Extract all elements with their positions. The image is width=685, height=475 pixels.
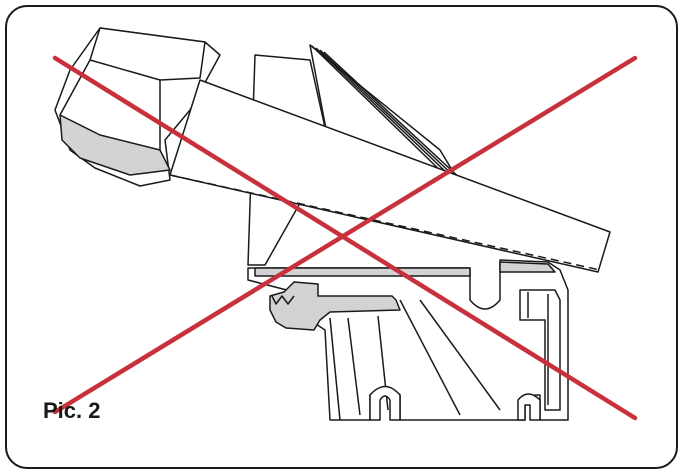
figure-caption: Pic. 2 xyxy=(43,398,101,423)
aluminium-profile xyxy=(247,259,569,421)
prohibited-cross-icon xyxy=(52,55,638,421)
lever-bar xyxy=(169,79,611,273)
